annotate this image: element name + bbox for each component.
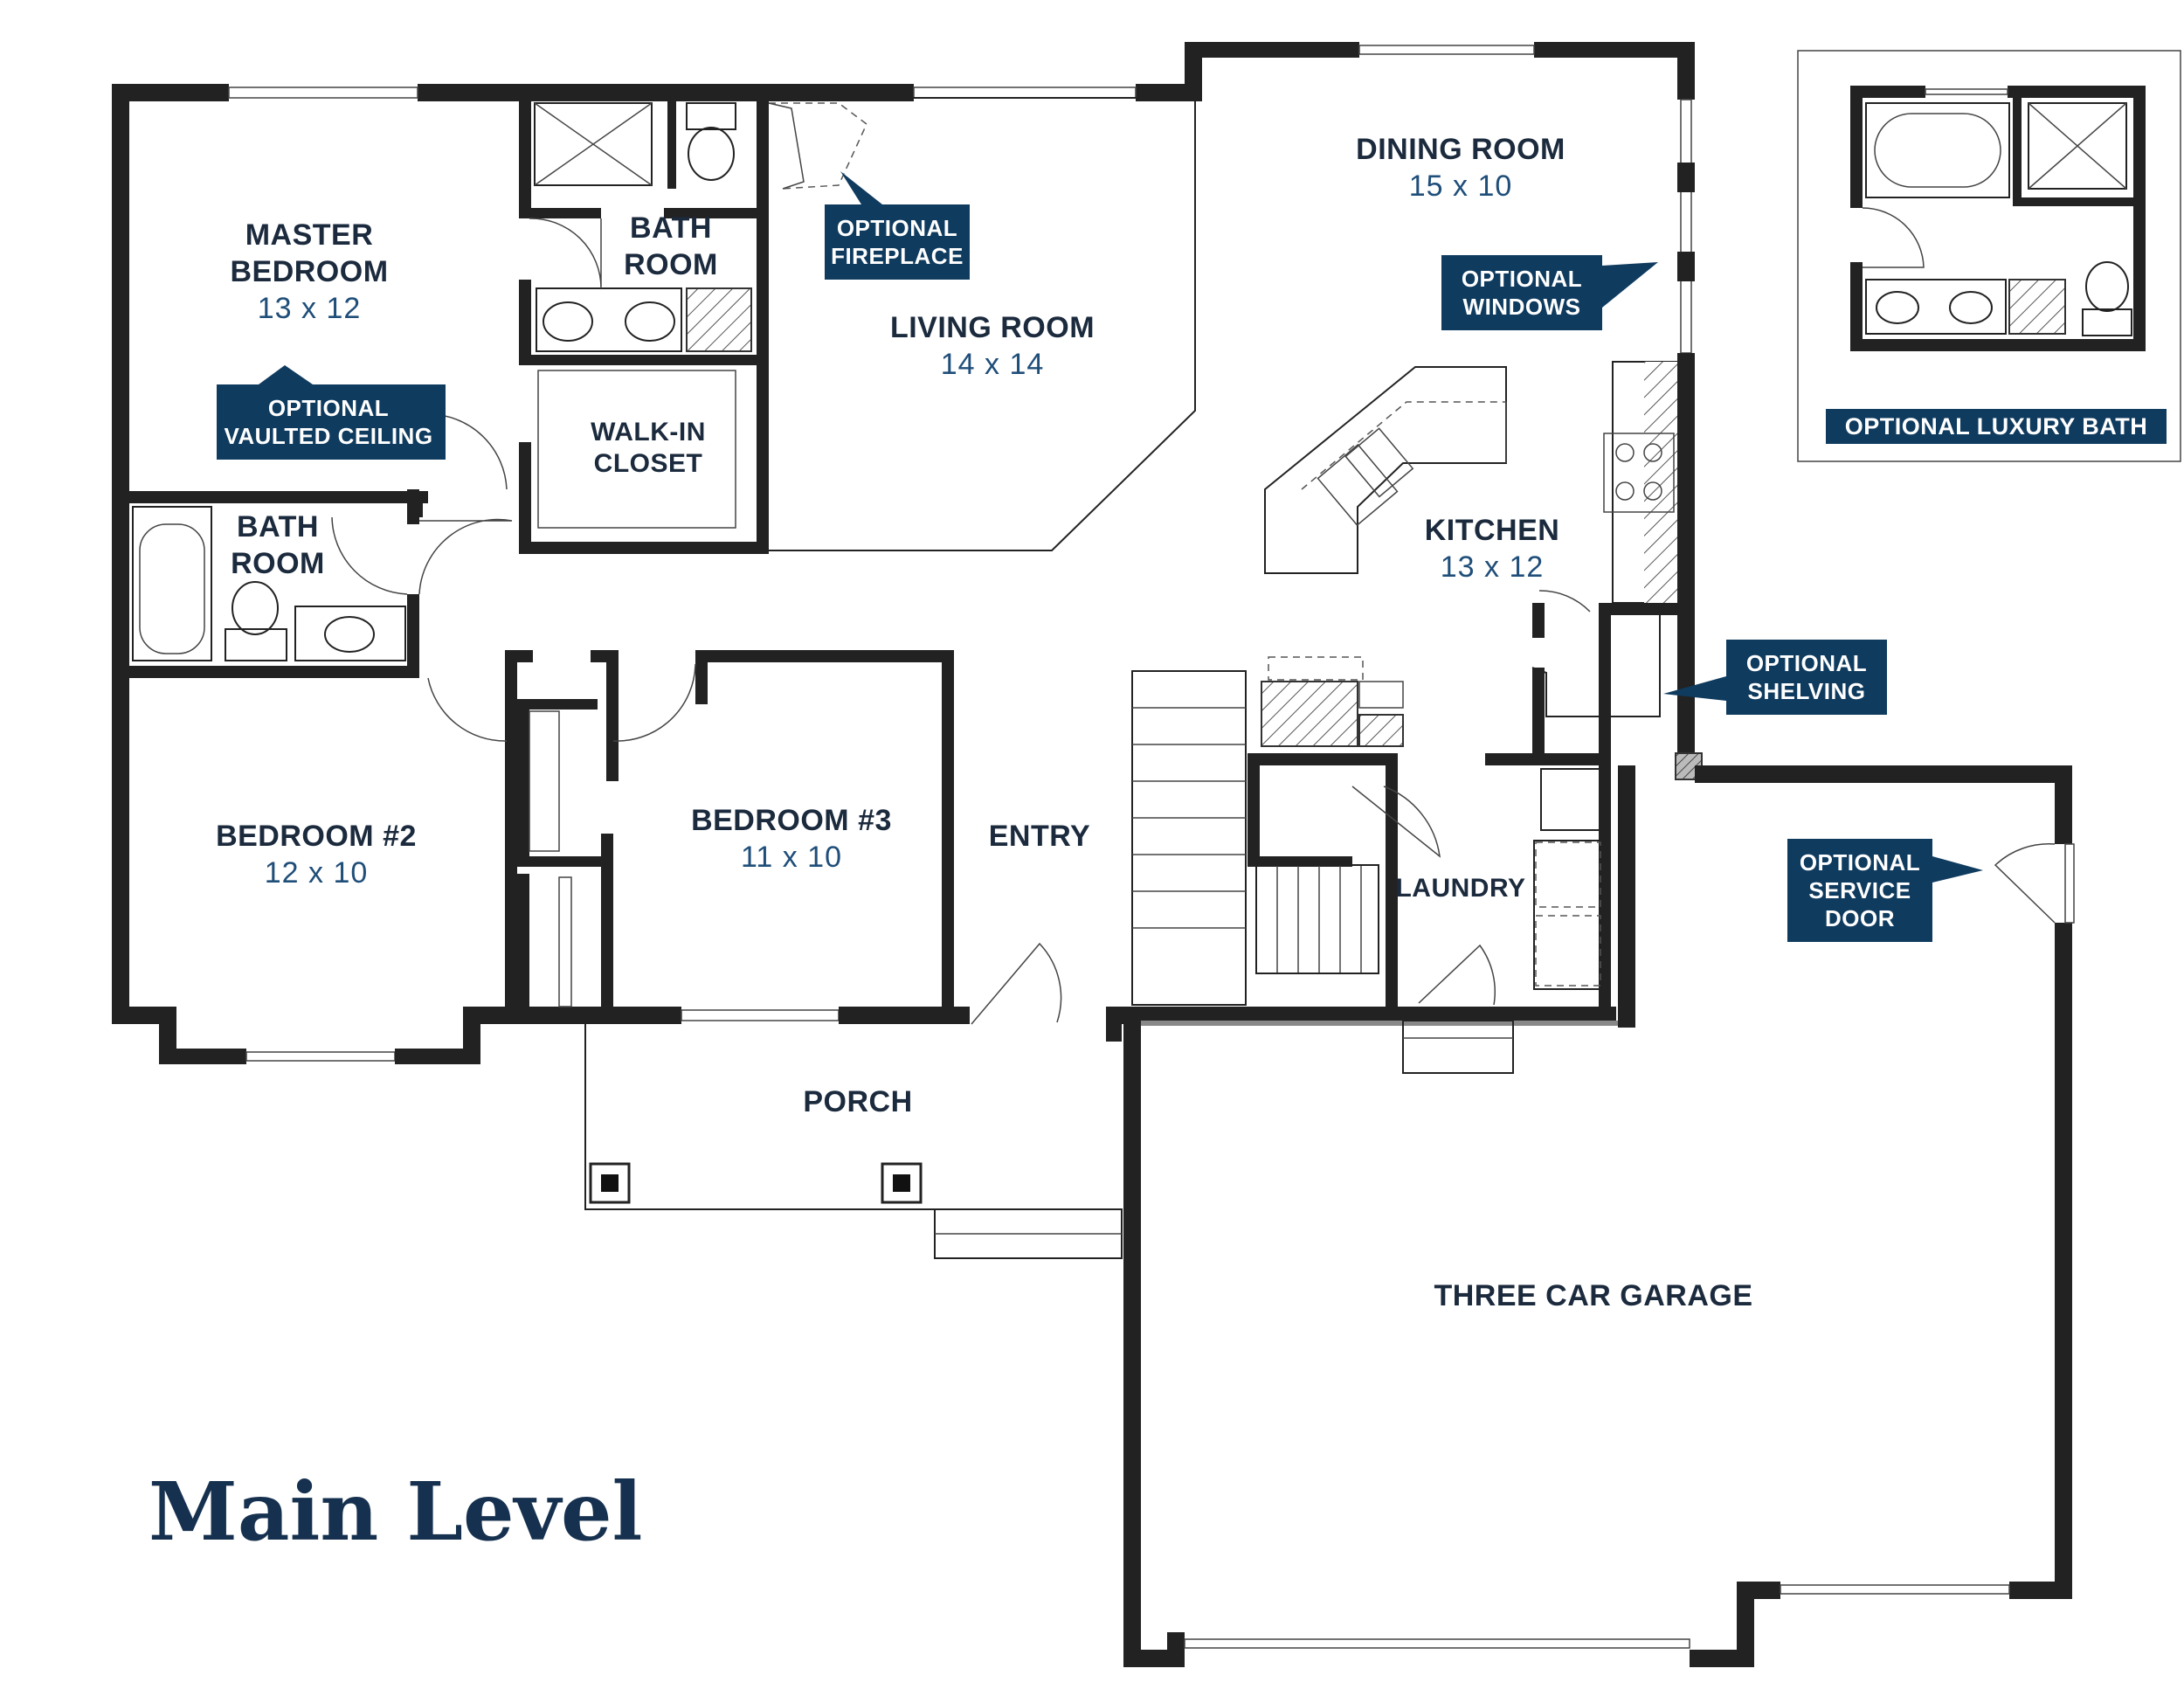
callout-vaulted-line1: OPTIONAL — [268, 395, 389, 421]
bedroom2-dims: 12 x 10 — [265, 856, 369, 890]
callout-shelving-line1: OPTIONAL — [1746, 650, 1867, 676]
bedroom3-label: BEDROOM #3 — [691, 804, 892, 837]
room-labels: MASTER BEDROOM 13 x 12 BATH ROOM WALK-IN… — [216, 133, 1752, 1312]
callout-shelving: OPTIONAL SHELVING — [1663, 640, 1887, 715]
stairs — [1131, 656, 1404, 1006]
living-room-outline — [768, 97, 1196, 551]
callout-fireplace: OPTIONAL FIREPLACE — [825, 171, 970, 280]
callout-service-door: OPTIONAL SERVICE DOOR — [1787, 839, 1983, 942]
kitchen-dims: 13 x 12 — [1441, 550, 1545, 584]
callout-vaulted: OPTIONAL VAULTED CEILING — [217, 365, 446, 460]
hall-bath-label-1: BATH — [237, 510, 319, 543]
callout-service-door-line1: OPTIONAL — [1800, 849, 1920, 876]
garage-walls — [1123, 765, 2075, 1667]
dining-room-dims: 15 x 10 — [1409, 170, 1513, 203]
exterior-walls — [112, 42, 1695, 1064]
hall-bath-label-2: ROOM — [231, 547, 325, 580]
callout-windows-line2: WINDOWS — [1463, 294, 1581, 320]
garage-label: THREE CAR GARAGE — [1434, 1279, 1752, 1312]
bedroom3-dims: 11 x 10 — [741, 841, 842, 874]
living-room-label: LIVING ROOM — [890, 311, 1095, 344]
interior-walls — [112, 98, 1703, 1042]
callout-service-door-line3: DOOR — [1825, 905, 1895, 931]
callout-windows-line1: OPTIONAL — [1462, 266, 1582, 292]
level-title: Main Level — [149, 1464, 642, 1559]
porch-label: PORCH — [803, 1085, 912, 1118]
master-bath-label-1: BATH — [630, 211, 712, 245]
walkin-closet-label-2: CLOSET — [594, 449, 703, 478]
fixtures — [132, 102, 2056, 1259]
master-bedroom-label-2: BEDROOM — [230, 255, 388, 288]
entry-label: ENTRY — [989, 820, 1090, 853]
callout-windows: OPTIONAL WINDOWS — [1441, 255, 1658, 330]
kitchen-island — [1264, 361, 1678, 717]
callout-service-door-line2: SERVICE — [1808, 877, 1911, 903]
callout-fireplace-line1: OPTIONAL — [837, 215, 957, 241]
dining-room-label: DINING ROOM — [1356, 133, 1565, 166]
living-room-dims: 14 x 14 — [941, 348, 1045, 381]
luxury-bath-label: OPTIONAL LUXURY BATH — [1845, 413, 2148, 440]
kitchen-label: KITCHEN — [1425, 514, 1560, 547]
luxury-bath-inset: OPTIONAL LUXURY BATH — [1797, 50, 2181, 462]
master-bath-label-2: ROOM — [624, 248, 718, 281]
master-bedroom-dims: 13 x 12 — [258, 292, 362, 325]
master-bedroom-label-1: MASTER — [245, 218, 374, 252]
callout-vaulted-line2: VAULTED CEILING — [224, 423, 432, 449]
callout-shelving-line2: SHELVING — [1748, 678, 1866, 704]
bedroom2-label: BEDROOM #2 — [216, 820, 417, 853]
callout-fireplace-line2: FIREPLACE — [831, 243, 964, 269]
laundry-label: LAUNDRY — [1395, 874, 1525, 903]
walkin-closet-label-1: WALK-IN — [591, 418, 706, 447]
